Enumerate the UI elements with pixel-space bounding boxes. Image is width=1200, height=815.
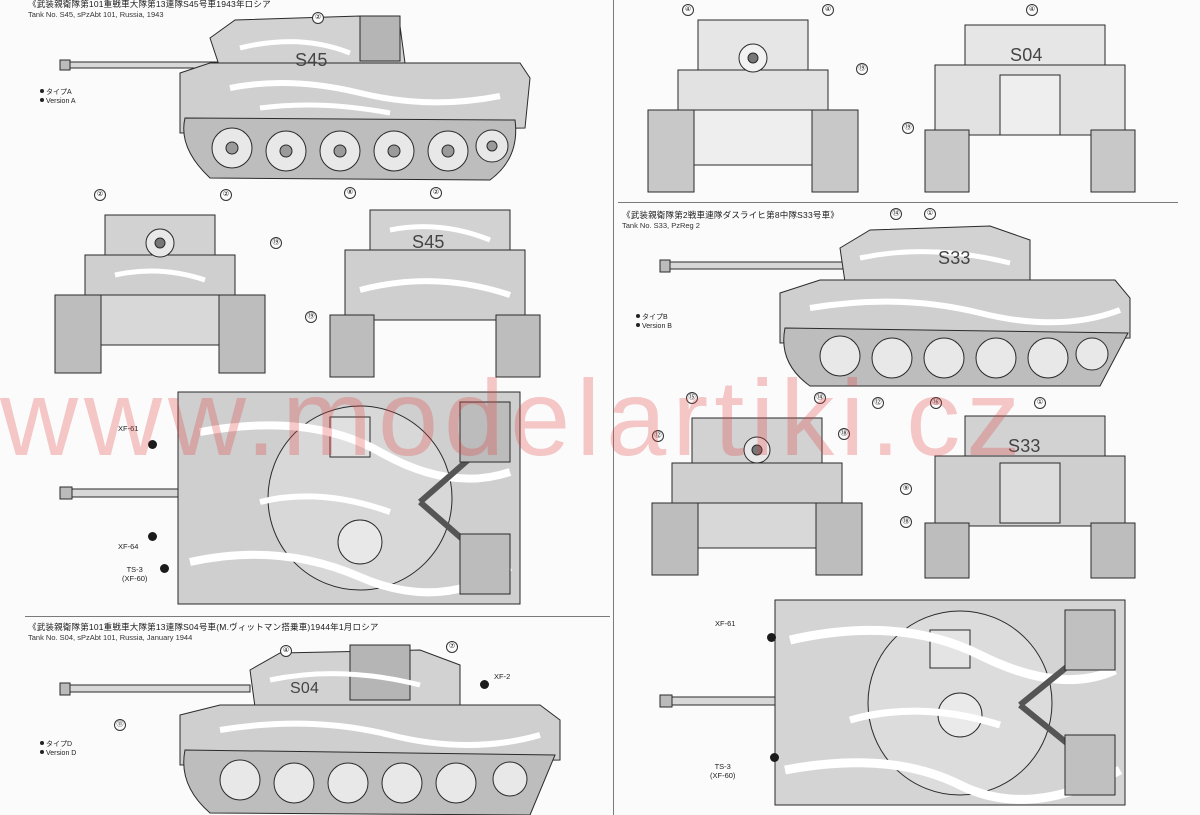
- callout-12: ⑫: [872, 397, 884, 409]
- paint-label-ts3: TS-3 (XF-60): [122, 565, 148, 583]
- callout-2: ②: [94, 189, 106, 201]
- s33-top-view: [659, 599, 1126, 806]
- callout-2: ②: [220, 189, 232, 201]
- callout-4: ④: [682, 4, 694, 16]
- s04-title: 《武装親衛隊第101重戦車大隊第13連隊S04号車(M.ヴィットマン搭乗車)19…: [28, 622, 379, 632]
- s45-version-label: タイプA Version A: [40, 88, 76, 106]
- s45-subtitle: Tank No. S45, sPzAbt 101, Russia, 1943: [28, 10, 164, 19]
- column-divider: [613, 0, 614, 815]
- s33-type-en: Version B: [642, 323, 672, 330]
- callout-1: ①: [1034, 397, 1046, 409]
- callout-4: ④: [822, 4, 834, 16]
- callout-14: ⑭: [890, 208, 902, 220]
- paint-swatch-xf61-s33: [767, 633, 776, 642]
- callout-19: ⑲: [270, 237, 282, 249]
- s33-title: 《武装親衛隊第2戦車連隊ダスライヒ第8中隊S33号車》: [622, 210, 839, 220]
- paint-swatch-xf64: [148, 532, 157, 541]
- s33-turret-number: S33: [938, 248, 971, 268]
- callout-15: ⑮: [686, 392, 698, 404]
- paint-swatch-ts3: [160, 564, 169, 573]
- s04-rear-turret-number: S04: [1010, 45, 1043, 65]
- paint-label-xf61-s33: XF-61: [715, 619, 736, 628]
- s45-turret-number: S45: [295, 50, 328, 70]
- paint-label-xf64: XF-64: [118, 542, 139, 551]
- callout-16: ⑯: [930, 397, 942, 409]
- s33-version-label: タイプB Version B: [636, 313, 672, 331]
- bullet-icon: [40, 89, 44, 93]
- paint-swatch-xf61: [148, 440, 157, 449]
- s04-type-en: Version D: [46, 750, 77, 757]
- s04-rear-view: [924, 24, 1136, 193]
- bullet-icon: [636, 314, 640, 318]
- callout-19: ⑲: [902, 122, 914, 134]
- paint-swatch-ts3-s33: [770, 753, 779, 762]
- s45-side-view: [59, 15, 531, 181]
- s33-subtitle: Tank No. S33, PzReg 2: [622, 221, 700, 230]
- s04-side-view: [59, 644, 561, 815]
- bullet-icon: [40, 741, 44, 745]
- s45-rear-view: [329, 209, 541, 378]
- callout-14: ⑭: [814, 392, 826, 404]
- s33-front-view: [651, 417, 863, 576]
- callout-18: ⑱: [838, 428, 850, 440]
- s45-type-jp: タイプA: [46, 89, 72, 96]
- callout-2: ②: [430, 187, 442, 199]
- callout-1: ①: [924, 208, 936, 220]
- callout-12: ⑫: [652, 430, 664, 442]
- callout-19: ⑲: [305, 311, 317, 323]
- s04-turret-number: S04: [290, 680, 320, 697]
- s45-front-view: [54, 214, 266, 374]
- bullet-icon: [40, 750, 44, 754]
- section-rule-s33: [618, 202, 1178, 203]
- s45-rear-turret-number: S45: [412, 232, 445, 252]
- callout-4: ④: [1026, 4, 1038, 16]
- callout-7: ⑦: [446, 641, 458, 653]
- s04-front-view: [647, 19, 859, 193]
- bullet-icon: [40, 98, 44, 102]
- s45-type-en: Version A: [46, 98, 76, 105]
- s04-version-label: タイプD Version D: [40, 740, 76, 758]
- s45-title: 《武装親衛隊第101重戦車大隊第13連隊S45号車1943年ロシア: [28, 0, 271, 9]
- s33-side-view: [659, 225, 1131, 387]
- callout-9: ⑨: [900, 483, 912, 495]
- paint-label-xf61: XF-61: [118, 424, 139, 433]
- paint-label-xf2: XF-2: [494, 672, 511, 681]
- paint-swatch-xf2: [480, 680, 489, 689]
- s33-rear-turret-number: S33: [1008, 436, 1041, 456]
- s04-type-jp: タイプD: [46, 741, 73, 748]
- callout-8: ⑧: [344, 187, 356, 199]
- section-rule-s04: [25, 616, 610, 617]
- callout-19: ⑲: [856, 63, 868, 75]
- callout-4: ④: [280, 645, 292, 657]
- callout-2: ②: [312, 12, 324, 24]
- paint-label-ts3-s33: TS-3 (XF-60): [710, 762, 736, 780]
- bullet-icon: [636, 323, 640, 327]
- s33-rear-view: [924, 415, 1136, 579]
- s33-type-jp: タイプB: [642, 314, 668, 321]
- s04-subtitle: Tank No. S04, sPzAbt 101, Russia, Januar…: [28, 633, 193, 642]
- s45-top-view: [59, 391, 521, 605]
- callout-18: ⑱: [900, 516, 912, 528]
- callout-11: ⑪: [114, 719, 126, 731]
